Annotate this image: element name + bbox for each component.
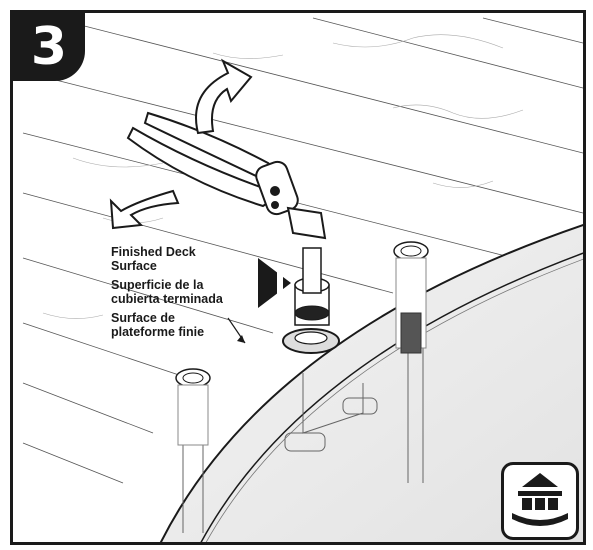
deck-post-center xyxy=(282,247,340,354)
label-en-line1: Finished Deck xyxy=(111,245,196,259)
deck-post-right xyxy=(393,241,429,354)
illustration-frame: 3 Finished Deck Surface Superficie de la… xyxy=(10,10,586,545)
deck-surface-labels: Finished Deck Surface Superficie de la c… xyxy=(111,245,223,344)
label-french: Surface de plateforme finie xyxy=(111,311,223,339)
deck-illustration xyxy=(22,17,583,542)
pointer-arrow-icon xyxy=(258,258,291,308)
label-fr-line1: Surface de xyxy=(111,311,175,325)
pliers-icon xyxy=(126,111,327,240)
label-es-line1: Superficie de la xyxy=(111,278,204,292)
label-es-line2: cubierta terminada xyxy=(111,292,223,306)
step-number-badge: 3 xyxy=(13,13,85,81)
pool-top-rail xyxy=(200,252,583,542)
deck-post-left xyxy=(175,368,211,446)
deck-section-icon xyxy=(501,462,579,540)
rotate-arrows-icon xyxy=(109,58,253,230)
label-english: Finished Deck Surface xyxy=(111,245,223,273)
label-en-line2: Surface xyxy=(111,259,157,273)
label-spanish: Superficie de la cubierta terminada xyxy=(111,278,223,306)
label-fr-line2: plateforme finie xyxy=(111,325,205,339)
